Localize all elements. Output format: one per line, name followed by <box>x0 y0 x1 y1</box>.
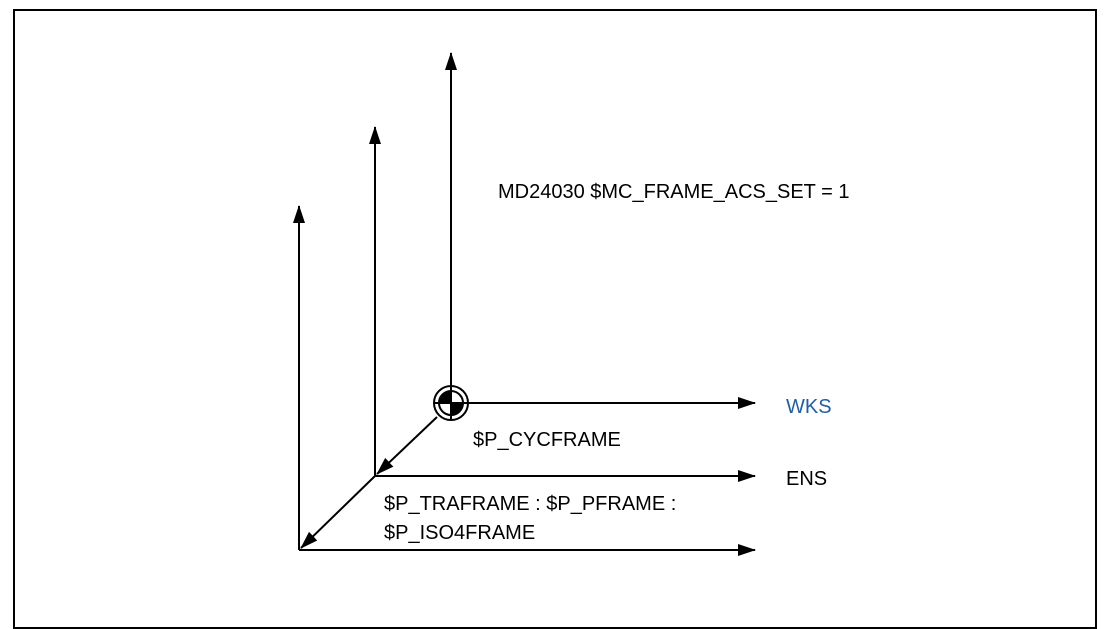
machine-data-label: MD24030 $MC_FRAME_ACS_SET = 1 <box>498 181 850 203</box>
cycframe-label: $P_CYCFRAME <box>473 429 621 451</box>
wks-to-ens-diagonal-arrow <box>376 416 438 475</box>
traframe-label-line1: $P_TRAFRAME : $P_PFRAME : <box>384 493 677 515</box>
ens-to-outer-diagonal-arrow <box>300 475 376 549</box>
traframe-label-line2: $P_ISO4FRAME <box>384 522 536 544</box>
zero-point-icon <box>433 385 469 421</box>
coordinate-frames-diagram <box>293 52 756 556</box>
ens-label: ENS <box>786 468 828 490</box>
wks-label: WKS <box>786 396 832 418</box>
